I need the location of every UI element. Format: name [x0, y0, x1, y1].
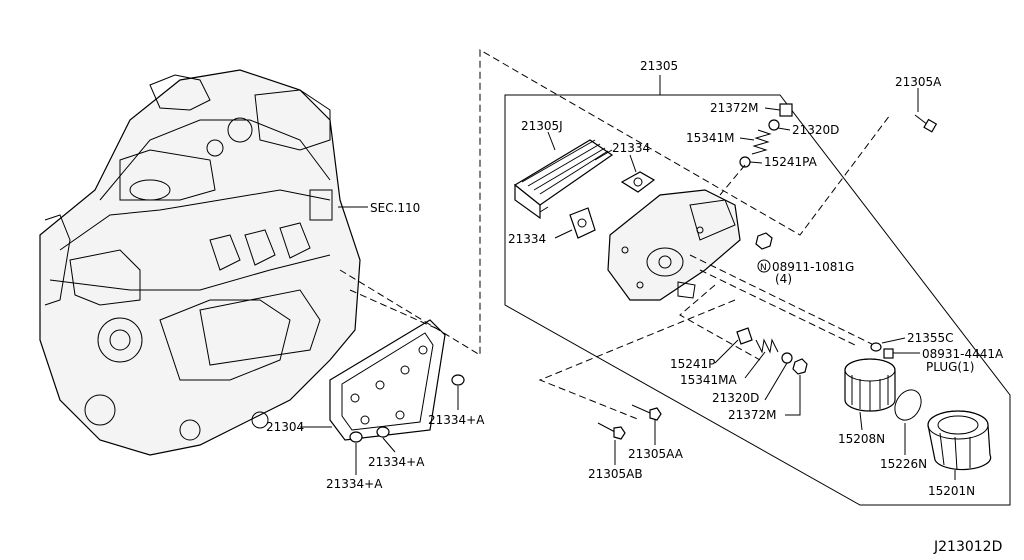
- label-21305a: 21305A: [895, 75, 942, 89]
- label-08931: 08931-4441A: [922, 347, 1004, 361]
- bolt-21305aa: [631, 404, 662, 421]
- label-21304: 21304: [266, 420, 304, 434]
- o-ring-21334a: [349, 374, 465, 443]
- label-21372m-bot: 21372M: [728, 408, 777, 422]
- label-n-mark: N: [760, 263, 767, 273]
- label-21334-left: 21334: [508, 232, 546, 246]
- filter-cap-15201n: [927, 410, 992, 471]
- washer-21355c: [870, 342, 882, 352]
- label-15341ma: 15341MA: [680, 373, 738, 387]
- label-21320d-top: 21320D: [792, 123, 839, 137]
- gasket-21304: [329, 319, 446, 441]
- label-plug: PLUG(1): [926, 360, 974, 374]
- bolt-21305ab: [597, 422, 626, 440]
- label-21334-top: 21334: [612, 141, 650, 155]
- label-21305: 21305: [640, 59, 678, 73]
- filter-element-15208n: [844, 358, 896, 412]
- gasket-21334-top: [620, 171, 656, 193]
- filter-bracket: [607, 189, 741, 301]
- label-21334a-1: 21334+A: [428, 413, 485, 427]
- label-21305j: 21305J: [521, 119, 563, 133]
- drawing-code: J213012D: [933, 539, 1002, 555]
- label-15241p: 15241P: [670, 357, 715, 371]
- label-15241pa: 15241PA: [764, 155, 818, 169]
- label-15201n: 15201N: [928, 484, 975, 498]
- label-21305aa: 21305AA: [628, 447, 684, 461]
- nut-08911: [755, 232, 773, 250]
- label-21305ab: 21305AB: [588, 467, 643, 481]
- label-21320d-bot: 21320D: [712, 391, 759, 405]
- label-21334a-3: 21334+A: [326, 477, 383, 491]
- assembly-frame-21305: [504, 94, 1011, 506]
- label-sec110: SEC.110: [370, 201, 420, 215]
- label-15341m: 15341M: [686, 131, 735, 145]
- label-08911-qty: (4): [775, 272, 792, 286]
- label-21372m-top: 21372M: [710, 101, 759, 115]
- bolt-21305a: [914, 114, 938, 133]
- gasket-21334-left: [569, 207, 596, 239]
- engine-assembly: [39, 69, 361, 456]
- label-15226n: 15226N: [880, 457, 927, 471]
- label-21334a-2: 21334+A: [368, 455, 425, 469]
- label-21355c: 21355C: [907, 331, 954, 345]
- plug-08931: [883, 348, 894, 359]
- spring-stack-lower: [736, 327, 808, 375]
- label-15208n: 15208N: [838, 432, 885, 446]
- oil-cooler-21305j: [513, 139, 614, 220]
- label-08911: 08911-1081G: [772, 260, 854, 274]
- o-ring-15226n: [894, 389, 922, 421]
